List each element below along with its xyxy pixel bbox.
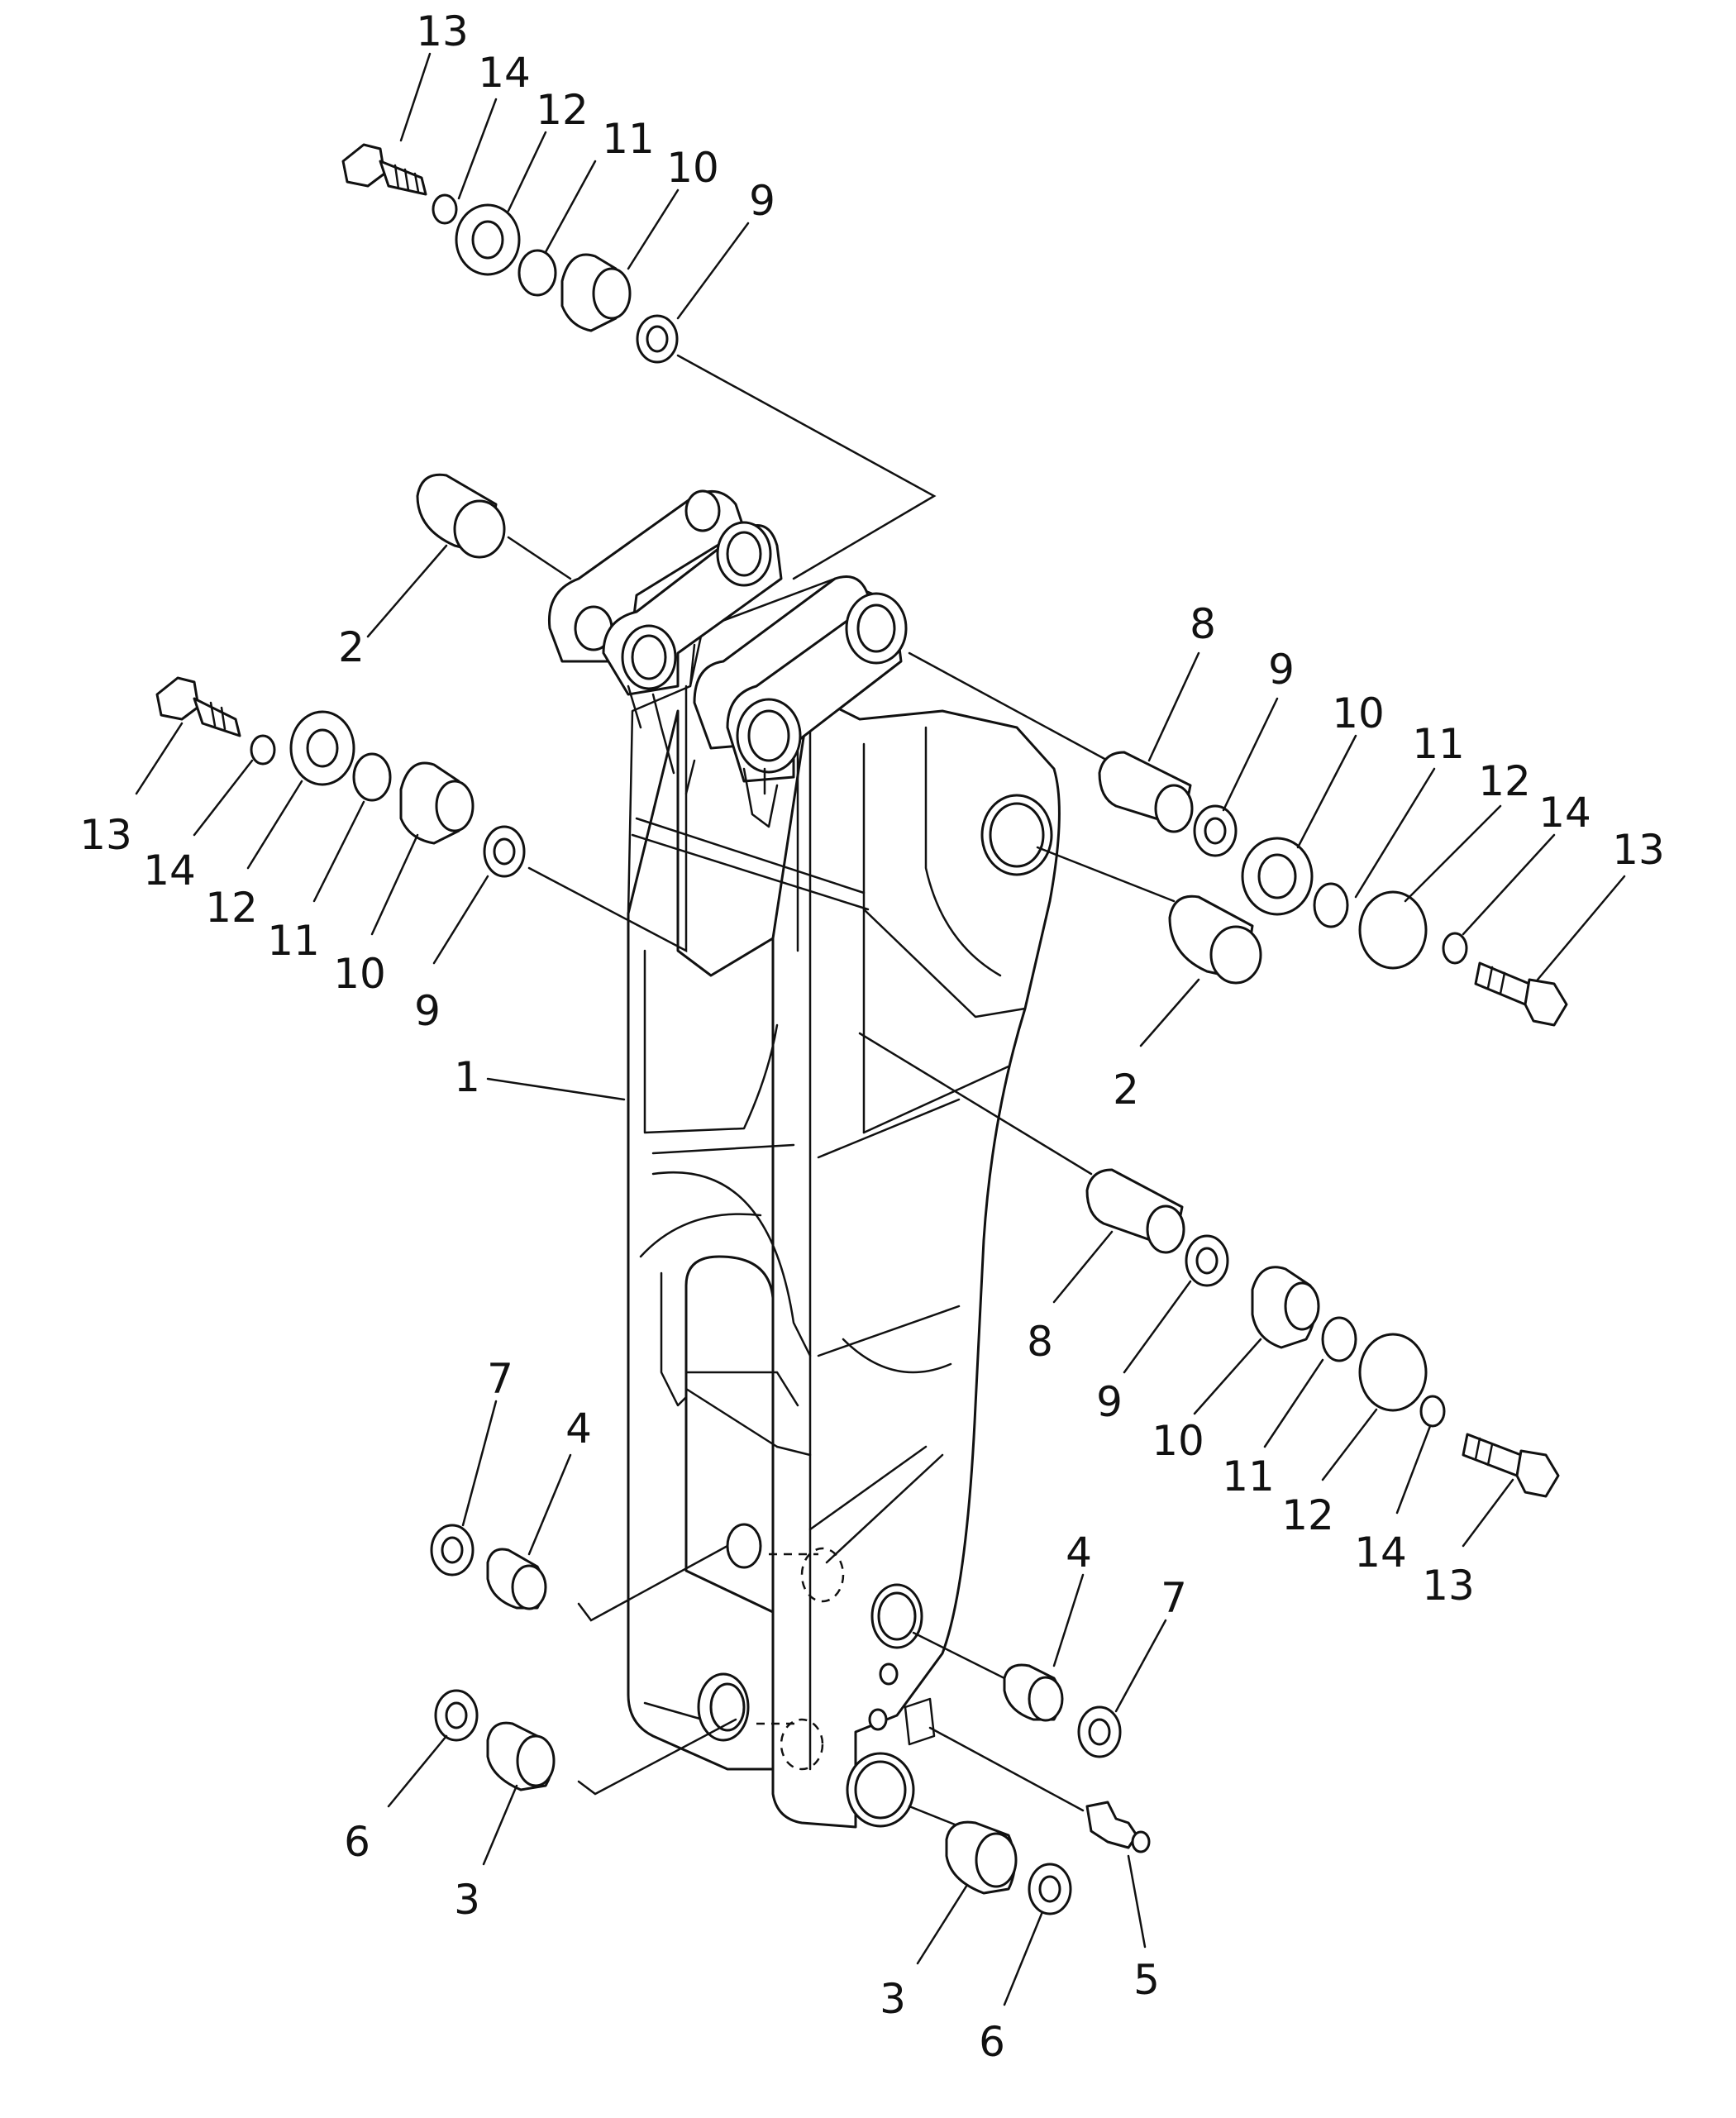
bolt-icon: [1462, 1433, 1560, 1498]
bushing-icon: [399, 761, 475, 845]
callout-12-left: 12: [205, 884, 258, 932]
bushing-icon: [1003, 1663, 1064, 1722]
callout-14-top: 14: [478, 49, 531, 97]
washer-icon: [1193, 804, 1238, 857]
callout-2-left: 2: [338, 623, 365, 671]
washer-icon: [1185, 1234, 1229, 1287]
washer-icon: [1442, 932, 1468, 965]
callout-3-right: 3: [880, 1975, 906, 2023]
pin-icon: [1098, 751, 1194, 833]
callout-14-right-upper: 14: [1538, 789, 1591, 837]
callout-8-upper: 8: [1190, 600, 1216, 648]
bolt-icon: [341, 143, 427, 196]
callout-3-left: 3: [454, 1876, 480, 1924]
cap-plate-icon: [1358, 1333, 1428, 1412]
bolt-icon: [155, 676, 241, 737]
callout-9-right-upper: 9: [1268, 646, 1295, 694]
boom-arm-icon: [547, 489, 1061, 1829]
callout-4-right: 4: [1066, 1529, 1092, 1577]
o-ring-icon: [1313, 882, 1349, 928]
washer-icon: [1419, 1395, 1446, 1428]
washer-icon: [432, 193, 458, 225]
callout-13-right-lower: 13: [1422, 1562, 1475, 1610]
callout-11-right-lower: 11: [1222, 1453, 1275, 1500]
bushing-icon: [486, 1721, 556, 1791]
pin-icon: [416, 473, 506, 559]
callout-11-top: 11: [602, 115, 655, 163]
callout-13-top: 13: [416, 7, 469, 55]
callout-12-right-upper: 12: [1478, 757, 1531, 805]
callout-9-top: 9: [749, 177, 775, 225]
cap-plate-icon: [289, 710, 355, 786]
callout-1: 1: [454, 1053, 480, 1101]
callout-9-right-lower: 9: [1096, 1378, 1123, 1426]
washer-icon: [430, 1524, 475, 1577]
callout-14-left: 14: [143, 847, 196, 894]
callout-13-right-upper: 13: [1612, 826, 1665, 874]
bushing-icon: [945, 1820, 1018, 1895]
grease-fitting-icon: [1085, 1801, 1151, 1853]
bushing-icon: [486, 1548, 547, 1610]
washer-icon: [483, 825, 526, 878]
callout-12-top: 12: [536, 86, 589, 134]
pin-icon: [1085, 1168, 1185, 1254]
washer-icon: [1028, 1863, 1072, 1915]
cap-plate-icon: [1251, 1266, 1320, 1349]
washer-icon: [636, 314, 679, 364]
callout-2-right: 2: [1113, 1066, 1139, 1114]
cap-plate-icon: [455, 203, 521, 276]
o-ring-icon: [352, 752, 392, 802]
callout-5: 5: [1133, 1956, 1160, 2004]
callout-9-left: 9: [414, 987, 441, 1035]
o-ring-icon: [1321, 1316, 1357, 1362]
pin-icon: [1168, 894, 1262, 985]
callout-6-right: 6: [979, 2018, 1005, 2066]
washer-icon: [1077, 1705, 1122, 1758]
callout-10-left: 10: [333, 950, 386, 998]
callout-10-top: 10: [666, 144, 719, 192]
callout-6-left: 6: [344, 1818, 370, 1866]
o-ring-icon: [517, 249, 557, 297]
callout-14-right-lower: 14: [1354, 1529, 1407, 1577]
callout-7-left: 7: [487, 1355, 513, 1403]
washer-icon: [434, 1689, 479, 1742]
callout-7-right: 7: [1161, 1574, 1187, 1622]
callout-10-right-upper: 10: [1332, 689, 1385, 737]
bolt-icon: [1474, 961, 1568, 1027]
callout-4-left: 4: [565, 1405, 592, 1453]
callout-12-right-lower: 12: [1281, 1491, 1334, 1539]
callout-8-lower: 8: [1027, 1318, 1053, 1366]
washer-icon: [250, 734, 276, 766]
cap-plate-icon: [1241, 837, 1314, 916]
cap-plate-icon: [1358, 890, 1428, 970]
bushing-icon: [560, 253, 632, 332]
callout-11-left: 11: [267, 917, 320, 965]
callout-10-right-lower: 10: [1152, 1417, 1204, 1465]
callout-11-right-upper: 11: [1412, 720, 1465, 768]
callout-13-left: 13: [79, 811, 132, 859]
